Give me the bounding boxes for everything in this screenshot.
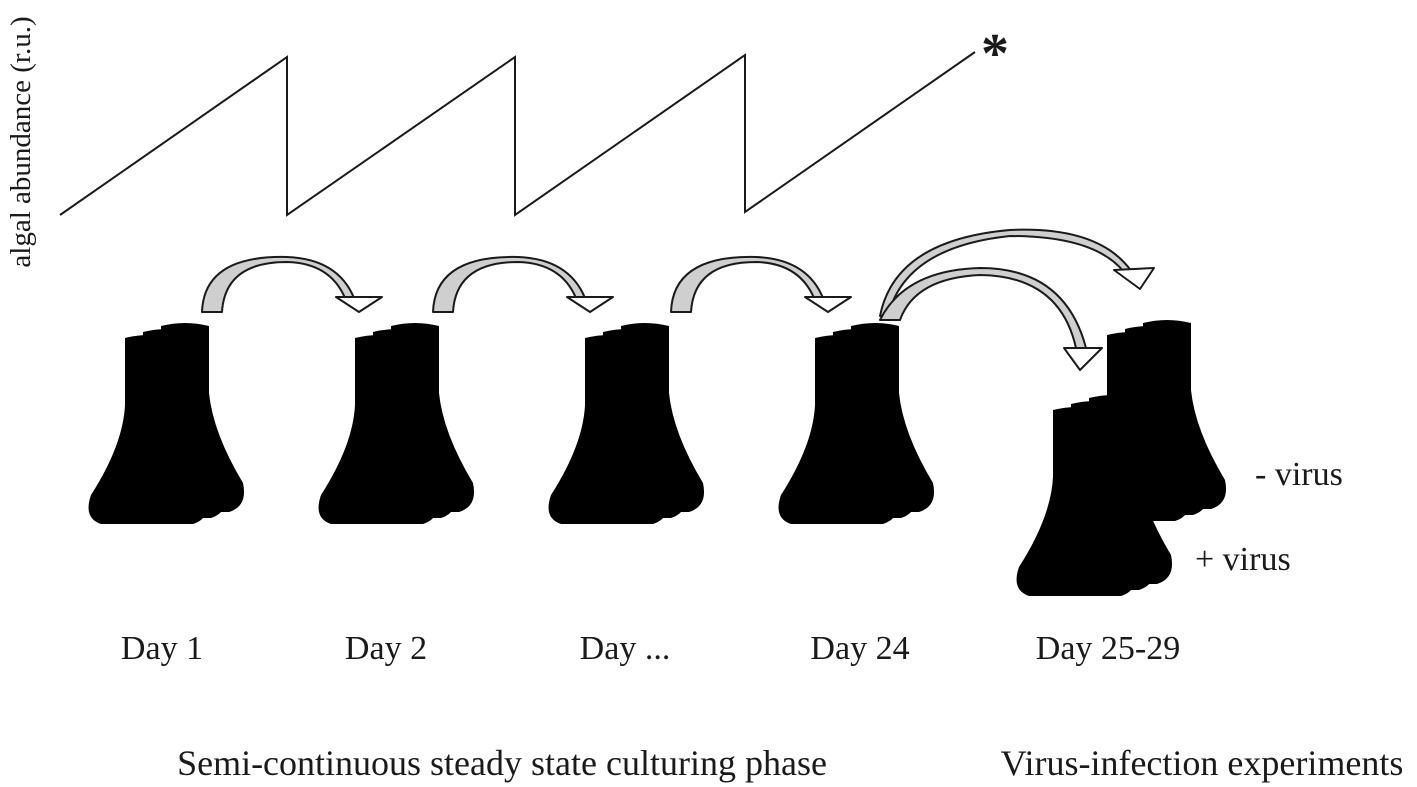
day-label-n: Day ... bbox=[580, 630, 671, 667]
flask-stack-day-n bbox=[548, 323, 705, 524]
end-marker-asterisk: * bbox=[981, 23, 1009, 85]
condition-label-plus-virus: + virus bbox=[1195, 541, 1291, 578]
transfer-arrow-2 bbox=[432, 255, 614, 313]
y-axis-label: algal abundance (r.u.) bbox=[5, 16, 37, 267]
flask-stack-day-1 bbox=[88, 323, 245, 524]
day-label-2: Day 2 bbox=[345, 630, 427, 667]
day-label-25-29: Day 25-29 bbox=[1036, 630, 1180, 667]
transfer-arrow-to-plus-virus bbox=[879, 267, 1103, 371]
phase-label-culturing: Semi-continuous steady state culturing p… bbox=[177, 743, 827, 783]
day-label-24: Day 24 bbox=[810, 630, 909, 667]
phase-label-virus-infection: Virus-infection experiments bbox=[1001, 743, 1404, 783]
abundance-sawtooth-line bbox=[59, 51, 976, 217]
day-label-1: Day 1 bbox=[121, 630, 203, 667]
transfer-arrow-to-minus-virus bbox=[879, 228, 1155, 317]
condition-label-minus-virus: - virus bbox=[1255, 456, 1343, 493]
flask-stack-day-24 bbox=[778, 323, 935, 524]
transfer-arrow-3 bbox=[670, 255, 852, 313]
transfer-arrow-1 bbox=[201, 255, 383, 313]
flask-stack-day-2 bbox=[318, 323, 475, 524]
